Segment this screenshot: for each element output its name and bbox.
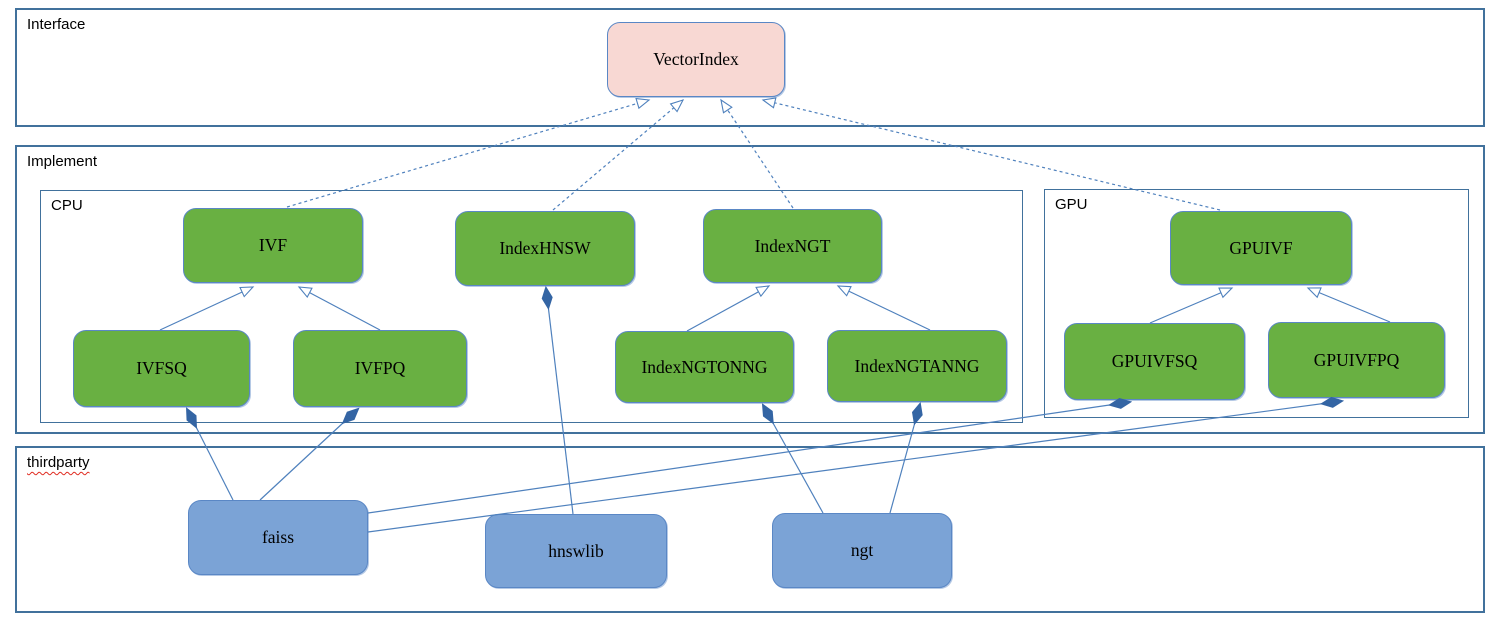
node-ngt-label: ngt	[850, 540, 874, 560]
node-ivfsq-label: IVFSQ	[136, 358, 187, 378]
node-ivfpq[interactable]: IVFPQ	[293, 330, 467, 407]
node-gpuivfsq-label: GPUIVFSQ	[1111, 351, 1198, 371]
container-cpu-label: CPU	[51, 197, 83, 214]
node-faiss[interactable]: faiss	[188, 500, 368, 575]
node-gpuivfpq[interactable]: GPUIVFPQ	[1268, 322, 1445, 398]
node-ivfpq-label: IVFPQ	[354, 358, 406, 378]
container-interface-label: Interface	[27, 16, 86, 33]
node-indexngtanng-label: IndexNGTANNG	[854, 355, 980, 376]
node-gpuivf[interactable]: GPUIVF	[1170, 211, 1352, 285]
node-indexngt-label: IndexNGT	[754, 235, 831, 256]
node-gpuivfsq[interactable]: GPUIVFSQ	[1064, 323, 1245, 400]
node-hnswlib-label: hnswlib	[548, 540, 604, 561]
node-indexngt[interactable]: IndexNGT	[703, 209, 882, 283]
node-faiss-label: faiss	[261, 527, 295, 547]
node-vectorindex[interactable]: VectorIndex	[607, 22, 785, 97]
node-hnswlib[interactable]: hnswlib	[485, 514, 667, 588]
node-indexngtanng[interactable]: IndexNGTANNG	[827, 330, 1007, 402]
container-thirdparty-label: thirdparty	[27, 454, 90, 471]
node-ivfsq[interactable]: IVFSQ	[73, 330, 250, 407]
node-indexngtonng[interactable]: IndexNGTONNG	[615, 331, 794, 403]
node-ivf-label: IVF	[258, 235, 288, 255]
container-gpu-label: GPU	[1055, 196, 1088, 213]
container-implement-label: Implement	[27, 153, 98, 170]
node-ivf[interactable]: IVF	[183, 208, 363, 283]
node-indexhnsw-label: IndexHNSW	[499, 238, 591, 258]
node-gpuivf-label: GPUIVF	[1229, 237, 1293, 258]
node-indexngtonng-label: IndexNGTONNG	[641, 356, 768, 377]
node-gpuivfpq-label: GPUIVFPQ	[1313, 349, 1400, 370]
node-indexhnsw[interactable]: IndexHNSW	[455, 211, 635, 286]
node-vectorindex-label: VectorIndex	[653, 49, 739, 69]
node-ngt[interactable]: ngt	[772, 513, 952, 588]
